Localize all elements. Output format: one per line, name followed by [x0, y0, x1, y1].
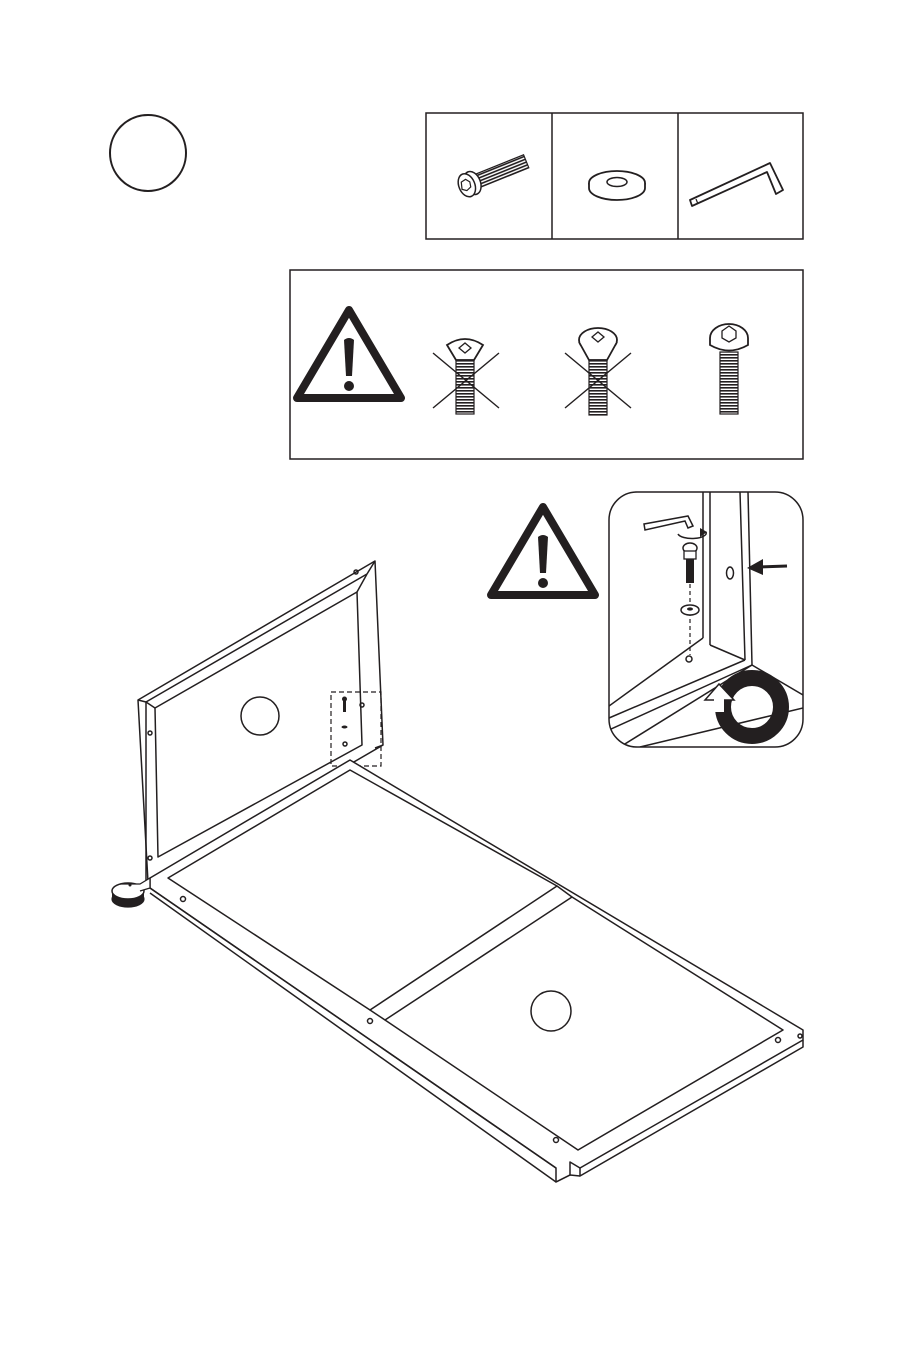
washer-icon [589, 171, 645, 200]
part-label-base [531, 991, 571, 1031]
warning-triangle-icon [491, 507, 595, 595]
washer-icon [681, 605, 699, 615]
leveling-foot-icon [112, 878, 150, 907]
detail-callout [609, 492, 803, 747]
part-label-headboard [241, 697, 279, 735]
step-number-circle-icon [110, 115, 186, 191]
bed-base-frame [150, 760, 803, 1182]
parts-panel [426, 113, 803, 239]
bolt-selection-panel [290, 270, 803, 459]
